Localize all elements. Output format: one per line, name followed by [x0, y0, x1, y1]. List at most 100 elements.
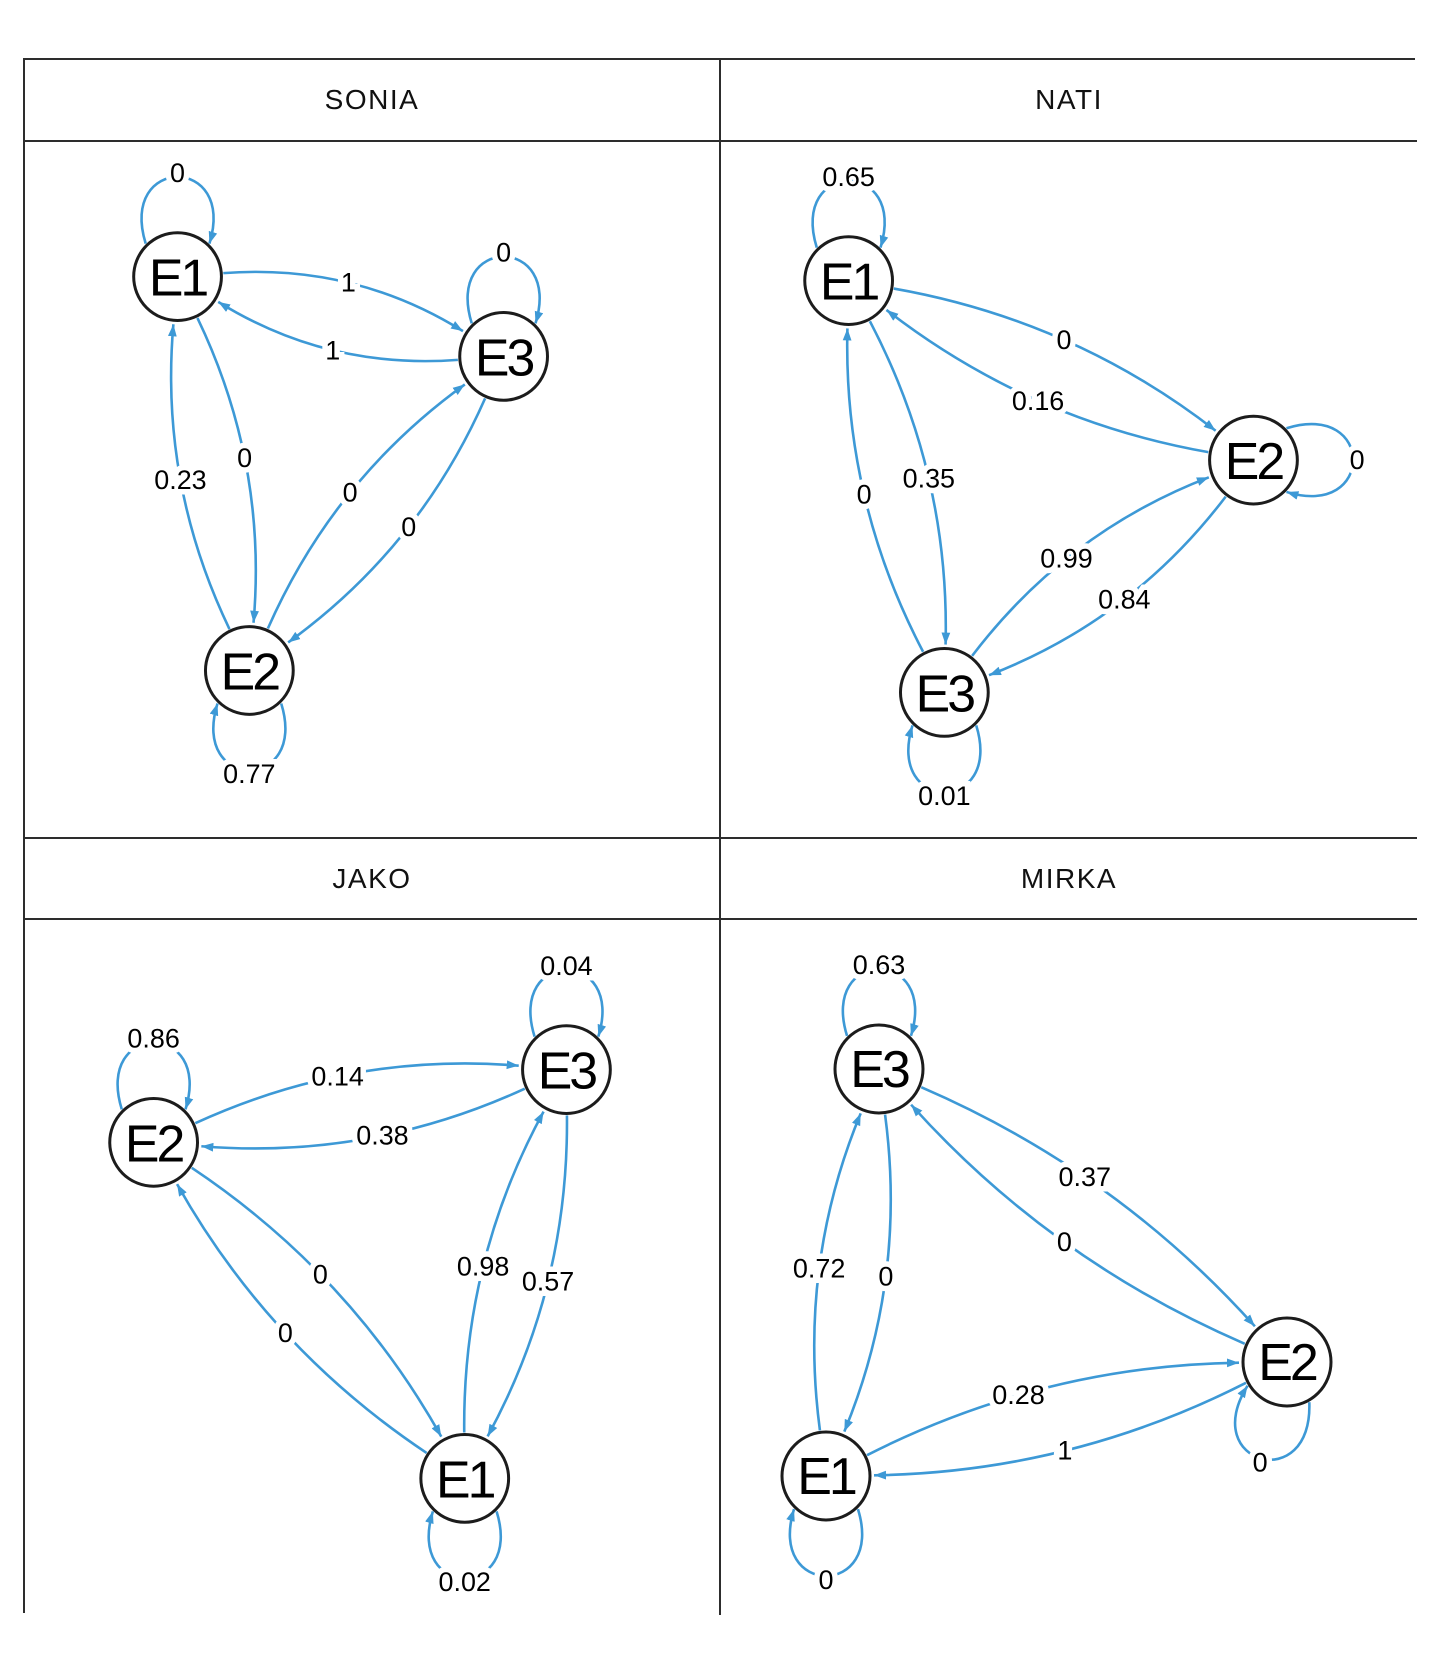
state-node-E2 [1241, 1316, 1333, 1408]
edge-label-E1-to-E3: 1 [341, 268, 356, 298]
edge-label-E3-to-E2: 0.38 [356, 1121, 408, 1151]
state-node-E3 [833, 1023, 925, 1115]
state-node-label-E3: E3 [475, 328, 534, 386]
edge-label-E2-to-E1: 0.23 [154, 465, 206, 495]
self-loop-label-E1: 0 [818, 1565, 833, 1595]
self-loop-E3 [466, 255, 544, 324]
edge-label-E2-to-E3: 0.14 [311, 1061, 363, 1091]
self-loop-label-E3: 0.01 [918, 781, 970, 811]
state-node-E3 [521, 1024, 612, 1115]
edge-E1-to-E2 [196, 317, 259, 623]
self-loop-label-E3: 0.04 [540, 951, 592, 981]
panel-header-jako: JAKO [25, 839, 721, 920]
state-node-E1 [419, 1433, 511, 1524]
state-node-E3 [898, 647, 990, 738]
edge-label-E1-to-E3: 0.35 [903, 463, 955, 493]
edge-label-E2-to-E3: 0.84 [1098, 584, 1150, 614]
self-loop-E3 [841, 967, 919, 1037]
self-loop-label-E1: 0 [170, 158, 185, 188]
self-loop-label-E2: 0.77 [223, 759, 275, 789]
edge-label-E2-to-E1: 0 [313, 1259, 328, 1289]
self-loop-label-E3: 0 [496, 238, 511, 268]
edge-label-E2-to-E3: 0 [343, 478, 358, 508]
self-loop-E1 [811, 179, 889, 248]
state-node-label-E2: E2 [1225, 432, 1284, 490]
edge-E2-to-E1 [885, 308, 1209, 454]
edge-E3-to-E2 [287, 397, 487, 644]
panel-header-sonia: SONIA [25, 60, 721, 142]
edge-label-E1-to-E2: 0 [278, 1318, 293, 1348]
self-loop-label-E2: 0.86 [127, 1024, 179, 1054]
edge-label-E3-to-E2: 0 [401, 512, 416, 542]
state-node-label-E2: E2 [125, 1114, 184, 1172]
panel-header-nati: NATI [721, 60, 1417, 142]
self-loop-E1 [786, 1508, 864, 1578]
edge-E2-to-E3 [910, 1103, 1246, 1345]
edge-E2-to-E1 [873, 1381, 1247, 1480]
state-node-label-E3: E3 [850, 1041, 909, 1099]
panel-title-nati: NATI [1035, 84, 1103, 115]
self-loop-label-E1: 0.65 [822, 162, 874, 192]
self-loop-E2 [209, 703, 287, 772]
panel-header-mirka: MIRKA [721, 839, 1417, 920]
edge-E2-to-E1 [191, 1166, 443, 1438]
edge-E2-to-E3 [266, 383, 466, 630]
edge-E1-to-E2 [866, 1358, 1240, 1457]
panel-title-sonia: SONIA [324, 84, 420, 115]
edge-label-E2-to-E1: 0.16 [1012, 386, 1064, 416]
self-loop-label-E1: 0.02 [439, 1567, 491, 1597]
edge-E1-to-E2 [893, 287, 1217, 432]
self-loop-label-E2: 0 [1253, 1447, 1268, 1477]
edge-E1-to-E3 [223, 270, 464, 333]
self-loop-E2 [116, 1041, 194, 1110]
state-node-E1 [780, 1430, 872, 1522]
state-node-E2 [1208, 414, 1299, 506]
edge-E1-to-E3 [462, 1110, 545, 1433]
state-node-E1 [803, 235, 895, 326]
edge-E2-to-E3 [194, 1060, 519, 1125]
state-node-E2 [108, 1096, 199, 1188]
state-node-E3 [458, 311, 549, 402]
edge-E2-to-E3 [988, 495, 1227, 677]
edge-E3-to-E1 [217, 300, 458, 363]
edge-label-E3-to-E2: 0.37 [1058, 1162, 1111, 1192]
state-node-label-E1: E1 [436, 1450, 495, 1508]
edge-label-E3-to-E1: 0.57 [522, 1267, 574, 1297]
edge-E3-to-E1 [843, 1114, 893, 1433]
self-loop-E2 [1233, 1384, 1311, 1462]
edge-label-E1-to-E2: 0 [1057, 325, 1072, 355]
panel-title-jako: JAKO [332, 862, 412, 894]
state-node-label-E3: E3 [538, 1042, 597, 1100]
self-loop-E3 [529, 968, 607, 1037]
panel-title-mirka: MIRKA [1020, 862, 1118, 894]
edge-label-E3-to-E1: 1 [325, 335, 340, 365]
state-node-label-E1: E1 [797, 1448, 856, 1506]
state-node-E2 [203, 625, 295, 716]
state-node-E1 [132, 231, 223, 322]
edge-E3-to-E2 [201, 1087, 526, 1152]
state-node-label-E1: E1 [149, 249, 208, 307]
state-node-label-E3: E3 [916, 664, 975, 722]
edge-label-E2-to-E1: 1 [1057, 1436, 1072, 1466]
edge-E3-to-E1 [842, 328, 925, 653]
edge-E3-to-E2 [971, 476, 1210, 657]
edge-E2-to-E1 [167, 324, 231, 630]
self-loop-E2 [1286, 422, 1355, 500]
self-loop-E1 [140, 175, 218, 245]
edge-label-E1-to-E2: 0 [237, 443, 252, 473]
edge-E1-to-E2 [175, 1183, 428, 1454]
edge-label-E2-to-E3: 0 [1057, 1227, 1072, 1257]
edge-E1-to-E3 [812, 1112, 862, 1431]
edge-label-E3-to-E1: 0 [857, 480, 872, 510]
edge-label-E3-to-E2: 0.99 [1040, 544, 1092, 574]
